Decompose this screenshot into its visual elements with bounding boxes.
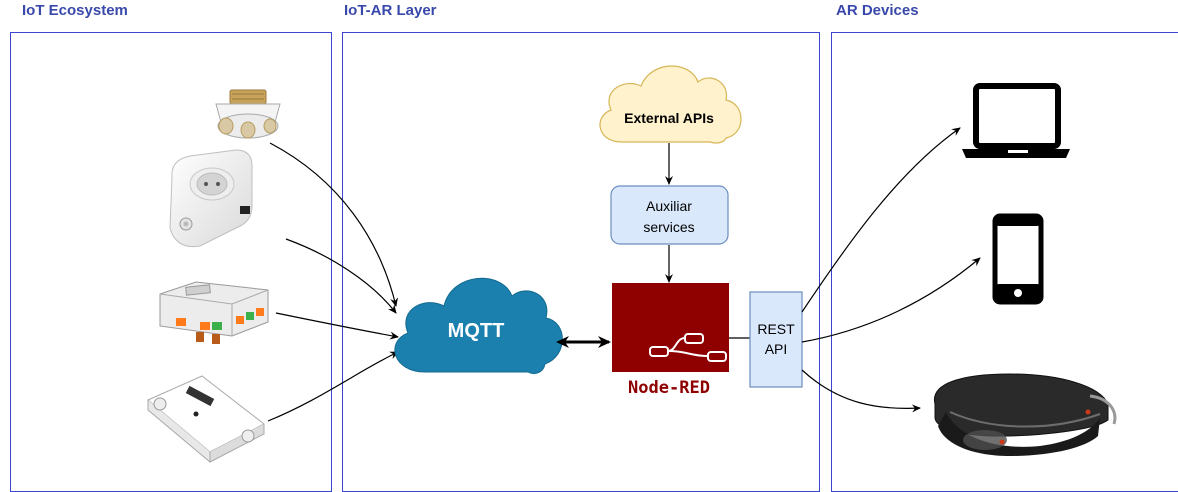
connector-switch-to-mqtt [267,351,399,422]
smart-plug-icon [169,149,253,248]
laptop-icon [962,83,1070,158]
auxiliar-services-label-line1: Auxiliar [646,198,692,214]
connector-rest-to-headset [801,369,921,413]
mqtt-label: MQTT [448,320,505,342]
rest-api-box [749,291,803,388]
relay-module-icon [159,281,269,344]
ar-headset-icon [933,373,1117,456]
rest-api-label-line2: API [765,341,788,357]
mqtt-cloud [394,277,563,374]
auxiliar-services-label-line2: services [643,219,694,235]
connector-rest-to-phone [801,257,981,343]
connector-rest-to-laptop [801,127,961,313]
connector-plug-to-mqtt [285,238,397,314]
lane-title-ar-devices: AR Devices [836,2,919,19]
node-red-logo [612,283,729,372]
external-apis-label: External APIs [624,110,714,126]
lane-title-iot-ecosystem: IoT Ecosystem [22,2,128,19]
node-red-label: Node-RED [628,378,710,398]
connector-bulb-to-mqtt [269,142,398,307]
smart-switch-icon [147,375,265,464]
bulb-socket-icon [215,89,281,139]
smartphone-icon [992,213,1044,305]
lane-title-iot-ar-layer: IoT-AR Layer [344,2,437,19]
external-apis-cloud [599,65,742,144]
connector-relay-to-mqtt [275,312,399,340]
auxiliar-services-box [610,185,729,245]
rest-api-label-line1: REST [757,321,795,337]
